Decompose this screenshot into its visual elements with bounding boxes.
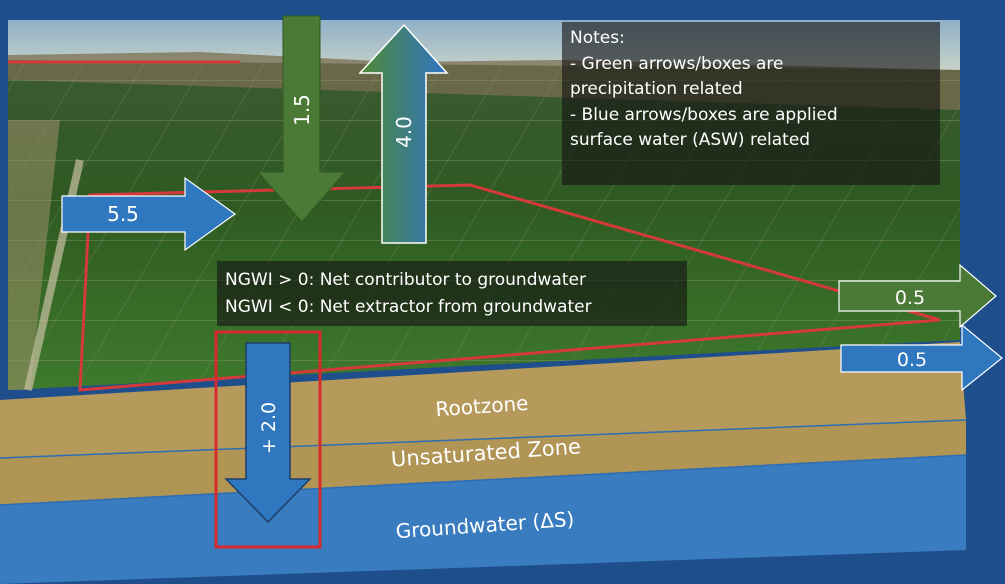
groundwater-layer [0, 455, 966, 584]
asw-runoff-value: 0.5 [897, 349, 927, 371]
field-outline [78, 183, 941, 392]
ngwi-negative-definition: NGWI < 0: Net extractor from groundwater [225, 297, 592, 317]
ngwi-arrow: + 2.0 [224, 342, 312, 524]
ngwi-definition-box: NGWI > 0: Net contributor to groundwater… [217, 261, 687, 326]
ngwi-frame [214, 330, 322, 549]
precip-down-value: 1.5 [290, 94, 314, 126]
precipitation-down-arrow: 1.5 [256, 15, 347, 223]
notes-line: - Green arrows/boxes are [570, 53, 784, 74]
precip-runoff-value: 0.5 [895, 287, 925, 309]
precip-runoff-arrow: 0.5 [838, 263, 997, 329]
asw-inflow-value: 5.5 [107, 202, 139, 226]
notes-line: - Blue arrows/boxes are applied [570, 104, 838, 125]
ngwi-value: + 2.0 [258, 402, 280, 454]
asw-runoff-arrow: 0.5 [840, 323, 1003, 392]
et-up-arrow: 4.0 [358, 23, 449, 244]
asw-inflow-arrow: 5.5 [61, 176, 237, 252]
notes-line: precipitation related [570, 79, 743, 99]
et-up-value: 4.0 [392, 116, 416, 148]
ngwi-positive-definition: NGWI > 0: Net contributor to groundwater [225, 270, 586, 290]
notes-line: surface water (ASW) related [570, 130, 811, 150]
notes-box: Notes: - Green arrows/boxes are precipit… [562, 22, 940, 185]
notes-title: Notes: [570, 28, 625, 48]
